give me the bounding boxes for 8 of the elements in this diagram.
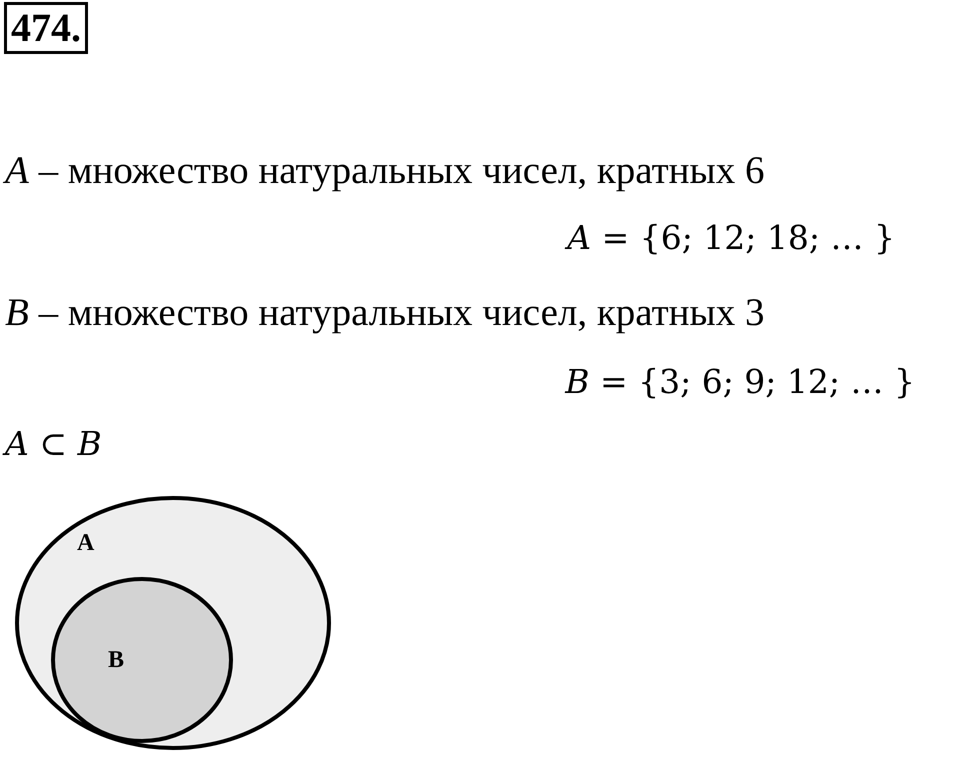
set-definition: B – множество натуральных чисел, кратных 3 xyxy=(5,290,764,335)
set-formula: A = {6; 12; 18; … } xyxy=(567,218,895,257)
subset-statement: A ⊂ B xyxy=(5,424,102,463)
set-definition: A – множество натуральных чисел, кратных 6 xyxy=(5,148,764,193)
exercise-number: 474. xyxy=(4,2,88,54)
set-label: B xyxy=(108,647,124,674)
set-formula: B = {3; 6; 9; 12; … } xyxy=(565,362,915,401)
set-label: A xyxy=(77,530,94,557)
